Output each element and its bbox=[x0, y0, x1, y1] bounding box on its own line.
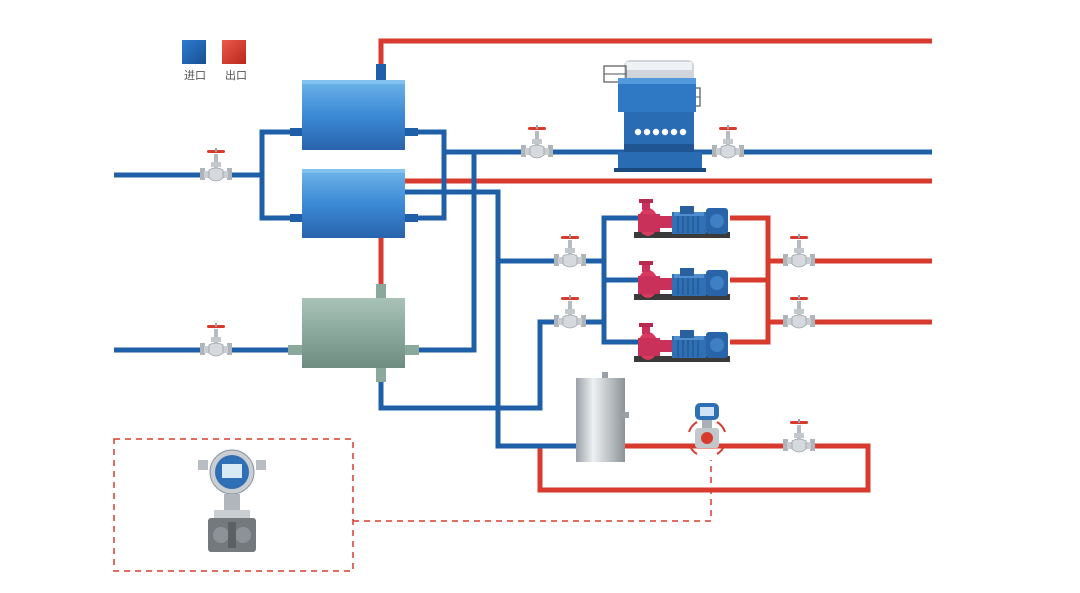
valve-icon bbox=[553, 294, 587, 329]
pump-middle bbox=[633, 260, 731, 301]
legend-outlet-swatch bbox=[222, 40, 246, 64]
valve-icon bbox=[520, 124, 554, 159]
heat-exchanger-lower bbox=[290, 169, 418, 238]
vessel bbox=[576, 372, 629, 462]
pump-top bbox=[633, 198, 731, 239]
legend-inlet-label: 进口 bbox=[184, 69, 206, 82]
valve-icon bbox=[782, 233, 816, 268]
valve-icon bbox=[782, 294, 816, 329]
pump-bottom bbox=[633, 322, 731, 363]
valve-icon bbox=[553, 233, 587, 268]
valve-icon bbox=[782, 418, 816, 453]
heat-exchanger-upper bbox=[290, 64, 418, 150]
valve-icon bbox=[199, 322, 233, 357]
legend-inlet-swatch bbox=[182, 40, 206, 64]
detail-callout bbox=[113, 438, 712, 572]
legend-outlet-label: 出口 bbox=[225, 68, 247, 82]
pressure-transmitter-icon bbox=[198, 449, 266, 552]
valve-icon bbox=[199, 147, 233, 182]
valve-icon bbox=[711, 124, 745, 159]
engine-icon bbox=[603, 60, 706, 172]
cooler-tank bbox=[288, 284, 419, 382]
pressure-transmitter-small-icon bbox=[688, 403, 726, 455]
legend: 进口 出口 bbox=[182, 40, 247, 82]
